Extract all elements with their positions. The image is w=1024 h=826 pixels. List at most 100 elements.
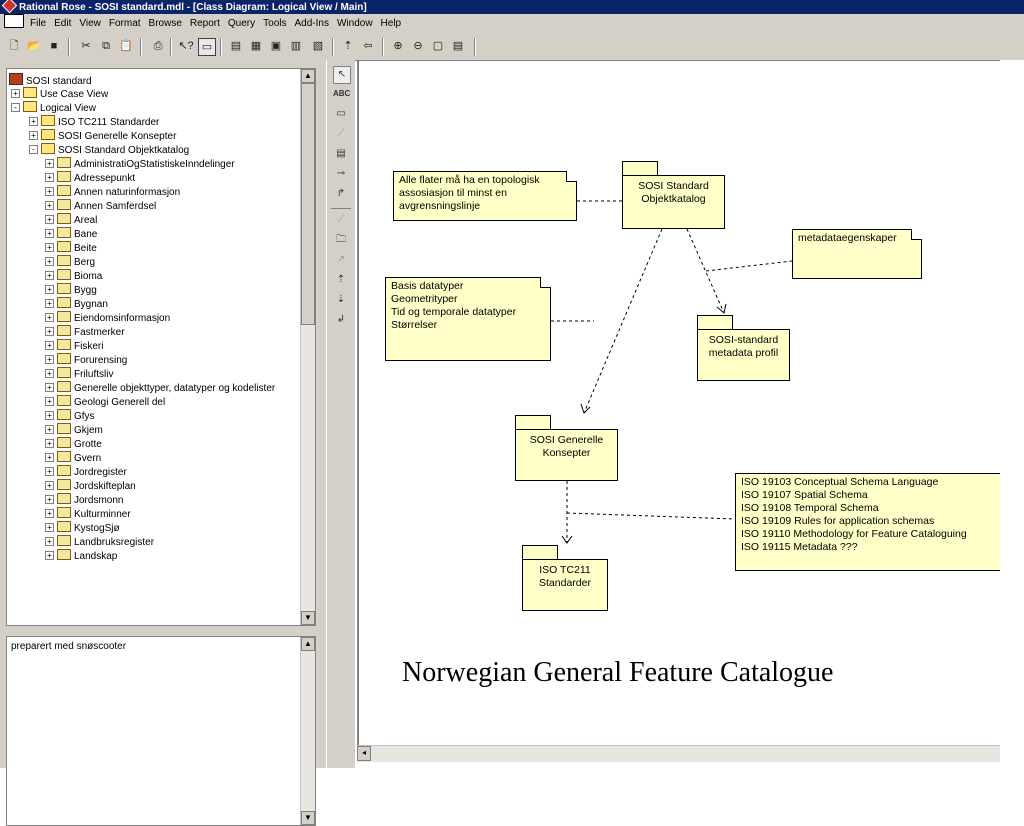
sequence-diagram-icon[interactable]: ▧ xyxy=(312,40,324,52)
new-icon[interactable]: 🗋 xyxy=(9,40,19,52)
documentation-scrollbar[interactable]: ▲ ▼ xyxy=(300,637,315,825)
tree-item[interactable]: +Grotte xyxy=(45,437,102,451)
tree-item[interactable]: +Fiskeri xyxy=(45,339,103,353)
tree-item[interactable]: +Areal xyxy=(45,213,97,227)
menu-report[interactable]: Report xyxy=(189,18,220,29)
tree-item[interactable]: +Bane xyxy=(45,227,97,241)
tree-item[interactable]: +Generelle objekttyper, datatyper og kod… xyxy=(45,381,275,395)
browser-icon[interactable]: ▭ xyxy=(198,38,216,56)
cut-icon[interactable]: ✂ xyxy=(81,40,91,52)
tree-item[interactable]: +Beite xyxy=(45,241,97,255)
browse-parent-icon[interactable]: ⇡ xyxy=(343,40,353,52)
navigate-icon[interactable]: ↲ xyxy=(336,314,346,325)
generalization-tool-icon[interactable]: ⇡ xyxy=(336,274,346,285)
tree-item[interactable]: +ISO TC211 Standarder xyxy=(29,115,159,129)
association-tool-icon[interactable]: ↱ xyxy=(336,188,346,199)
note-metadataegenskaper[interactable]: metadataegenskaper xyxy=(792,229,922,279)
tree-item[interactable]: +Berg xyxy=(45,255,95,269)
collapse-icon[interactable]: - xyxy=(29,145,38,154)
zoom-out-icon[interactable]: ⊖ xyxy=(413,40,423,52)
tree-item[interactable]: -SOSI Standard Objektkatalog xyxy=(29,143,189,157)
copy-icon[interactable]: ⧉ xyxy=(102,40,110,52)
class-tool-icon[interactable]: ▤ xyxy=(336,148,346,159)
expand-icon[interactable]: + xyxy=(45,355,54,364)
expand-icon[interactable]: + xyxy=(45,495,54,504)
expand-icon[interactable]: + xyxy=(45,243,54,252)
doc-scroll-down-button[interactable]: ▼ xyxy=(301,811,315,825)
tree-item[interactable]: -Logical View xyxy=(11,101,96,115)
expand-icon[interactable]: + xyxy=(45,271,54,280)
documentation-text[interactable]: preparert med snøscooter xyxy=(11,641,127,652)
package-iso-tc211-standarder[interactable]: ISO TC211 Standarder xyxy=(522,545,608,611)
realize-tool-icon[interactable]: ⇣ xyxy=(336,294,346,305)
menu-browse[interactable]: Browse xyxy=(148,18,182,29)
selection-tool-icon[interactable]: ↖ xyxy=(333,66,351,84)
expand-icon[interactable]: + xyxy=(45,509,54,518)
package-sosi-standard-objektkatalog[interactable]: SOSI Standard Objektkatalog xyxy=(622,161,725,229)
interface-tool-icon[interactable]: ⊸ xyxy=(336,168,346,179)
expand-icon[interactable]: + xyxy=(45,551,54,560)
document-menu-icon[interactable] xyxy=(4,14,24,28)
tree-item[interactable]: +Jordskifteplan xyxy=(45,479,136,493)
doc-scroll-up-button[interactable]: ▲ xyxy=(301,637,315,651)
paste-icon[interactable]: 📋 xyxy=(119,40,133,52)
tree-item[interactable]: +Geologi Generell del xyxy=(45,395,165,409)
expand-icon[interactable]: + xyxy=(45,537,54,546)
expand-icon[interactable]: + xyxy=(45,397,54,406)
unidirectional-association-icon[interactable]: ⟋ xyxy=(337,214,345,225)
tree-item[interactable]: +AdministratiOgStatistiskeInndelinger xyxy=(45,157,235,171)
expand-icon[interactable]: + xyxy=(29,131,38,140)
menu-window[interactable]: Window xyxy=(336,18,373,29)
expand-icon[interactable]: + xyxy=(45,229,54,238)
tree-item[interactable]: +Fastmerker xyxy=(45,325,125,339)
expand-icon[interactable]: + xyxy=(45,215,54,224)
note-tool-icon[interactable]: ▭ xyxy=(336,108,346,119)
class-diagram-icon[interactable]: ▦ xyxy=(250,40,262,52)
expand-icon[interactable]: + xyxy=(45,159,54,168)
expand-icon[interactable]: + xyxy=(45,467,54,476)
zoom-in-icon[interactable]: ⊕ xyxy=(393,40,403,52)
expand-icon[interactable]: + xyxy=(45,425,54,434)
tree-item[interactable]: +Landbruksregister xyxy=(45,535,154,549)
deployment-diagram-icon[interactable]: ▥ xyxy=(290,40,302,52)
menu-tools[interactable]: Tools xyxy=(263,18,287,29)
expand-icon[interactable]: + xyxy=(45,523,54,532)
menu-view[interactable]: View xyxy=(79,18,101,29)
menu-file[interactable]: File xyxy=(30,18,47,29)
tree-item[interactable]: +Use Case View xyxy=(11,87,108,101)
expand-icon[interactable]: + xyxy=(45,173,54,182)
previous-diagram-icon[interactable]: ⇦ xyxy=(363,40,373,52)
menu-edit[interactable]: Edit xyxy=(54,18,72,29)
tree-item[interactable]: +KystogSjø xyxy=(45,521,120,535)
scroll-left-button[interactable]: ◂ xyxy=(357,746,371,761)
package-sosi-standard-metadata-profil[interactable]: SOSI-standard metadata profil xyxy=(697,315,790,381)
tree-item[interactable]: +SOSI Generelle Konsepter xyxy=(29,129,176,143)
tree-item[interactable]: +Gkjem xyxy=(45,423,103,437)
context-help-icon[interactable]: ↖? xyxy=(178,40,194,52)
tree-item[interactable]: +Friluftsliv xyxy=(45,367,113,381)
tree-item[interactable]: +Forurensing xyxy=(45,353,127,367)
tree-vertical-scrollbar[interactable]: ▲ ▼ xyxy=(300,69,315,625)
expand-icon[interactable]: + xyxy=(45,201,54,210)
save-icon[interactable]: ■ xyxy=(50,40,58,52)
tree-item[interactable]: +Kulturminner xyxy=(45,507,131,521)
anchor-note-tool-icon[interactable]: ⟋ xyxy=(337,128,345,139)
tree-item[interactable]: +Gvern xyxy=(45,451,101,465)
tree-root[interactable]: SOSI standard xyxy=(9,73,92,87)
package-tool-icon[interactable]: 🗀 xyxy=(336,234,346,245)
tree-item[interactable]: +Bygg xyxy=(45,283,97,297)
class-diagram-canvas[interactable]: Alle flater må ha en topologisk assosias… xyxy=(357,61,1002,745)
expand-icon[interactable]: + xyxy=(45,257,54,266)
note-iso-standards[interactable]: ISO 19103 Conceptual Schema Language ISO… xyxy=(735,473,1002,571)
expand-icon[interactable]: + xyxy=(45,453,54,462)
open-icon[interactable]: 📂 xyxy=(27,40,41,52)
dependency-tool-icon[interactable]: ↗ xyxy=(336,254,346,265)
expand-icon[interactable]: + xyxy=(11,89,20,98)
package-sosi-generelle-konsepter[interactable]: SOSI Generelle Konsepter xyxy=(515,415,618,481)
expand-icon[interactable]: + xyxy=(45,481,54,490)
tree-item[interactable]: +Jordregister xyxy=(45,465,127,479)
menu-format[interactable]: Format xyxy=(108,18,141,29)
menu-help[interactable]: Help xyxy=(380,18,402,29)
text-tool-icon[interactable]: ABC xyxy=(333,89,351,98)
fit-window-icon[interactable]: ▢ xyxy=(432,40,444,52)
